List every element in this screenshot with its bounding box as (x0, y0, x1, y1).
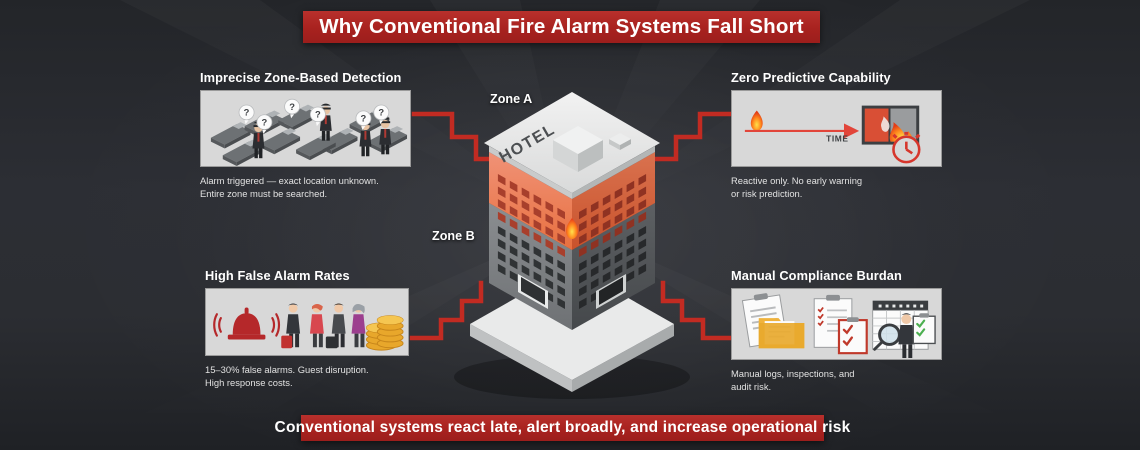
stopwatch-icon (892, 131, 921, 164)
panel-manual-compliance-burden: Manual Compliance Burdan (731, 268, 944, 394)
rooftop-vent (609, 133, 631, 150)
question-mark-icon: ? (284, 98, 301, 119)
rooftop-hvac-unit (553, 126, 603, 172)
panel-caption: Manual logs, inspections, and audit risk… (731, 368, 855, 393)
bed-icon (222, 139, 263, 166)
panel-high-false-alarm-rates: High False Alarm Rates (205, 268, 411, 390)
svg-text:?: ? (361, 114, 367, 124)
magnifier-icon (873, 323, 901, 351)
panel-caption: Reactive only. No early warning or risk … (731, 175, 863, 200)
panel-heading: Manual Compliance Burdan (731, 268, 902, 283)
panel-heading: Imprecise Zone-Based Detection (200, 70, 402, 85)
figure-timeline-reactive: TIME (731, 90, 942, 167)
panel-zero-predictive-capability: Zero Predictive Capability TIME (731, 70, 944, 201)
alarm-bell-icon (213, 307, 281, 340)
figure-false-alarm-costs (205, 288, 409, 356)
question-mark-icon: ? (355, 110, 372, 130)
inspector-icon (898, 313, 915, 359)
zone-b-label: Zone B (432, 229, 475, 243)
panel-heading: High False Alarm Rates (205, 268, 350, 283)
svg-text:?: ? (244, 108, 250, 118)
zone-a-label: Zone A (490, 92, 533, 106)
bed-icon (210, 122, 251, 149)
panel-heading: Zero Predictive Capability (731, 70, 891, 85)
svg-text:?: ? (262, 118, 268, 128)
question-mark-icon: ? (309, 106, 326, 127)
bed-icon (296, 133, 336, 161)
zone-b-floors (489, 203, 655, 330)
figure-hotel-rooms-search: ?????? (200, 90, 411, 167)
zone-a-floors (489, 152, 655, 257)
footer-summary-banner: Conventional systems react late, alert b… (275, 415, 850, 441)
svg-text:?: ? (289, 102, 295, 112)
flame-icon (750, 110, 763, 131)
document-stack-icon (741, 293, 805, 349)
panel-caption: 15–30% false alarms. Guest disruption. H… (205, 364, 369, 389)
checklist-icon (837, 317, 868, 355)
question-mark-icon: ? (238, 104, 255, 125)
page-title: Why Conventional Fire Alarm Systems Fall… (303, 11, 820, 43)
question-mark-icon: ? (256, 114, 273, 134)
security-guard-icon (379, 117, 392, 155)
svg-text:?: ? (378, 108, 384, 118)
question-mark-icon: ? (373, 104, 390, 125)
panel-imprecise-zone-based-detection: Imprecise Zone-Based Detection ?????? Al… (200, 70, 413, 201)
svg-text:?: ? (315, 110, 321, 120)
figure-manual-compliance-docs (731, 288, 942, 360)
bed-icon (278, 104, 318, 131)
approved-clipboard-icon (912, 313, 936, 345)
coin-stack-icon (365, 315, 404, 351)
panel-caption: Alarm triggered — exact location unknown… (200, 175, 379, 200)
fire-indicator-icon (566, 218, 578, 239)
evacuating-guests-icon (281, 303, 366, 349)
folder-icon (758, 318, 805, 349)
time-axis-label: TIME (826, 134, 848, 144)
bed-icon (260, 128, 301, 155)
